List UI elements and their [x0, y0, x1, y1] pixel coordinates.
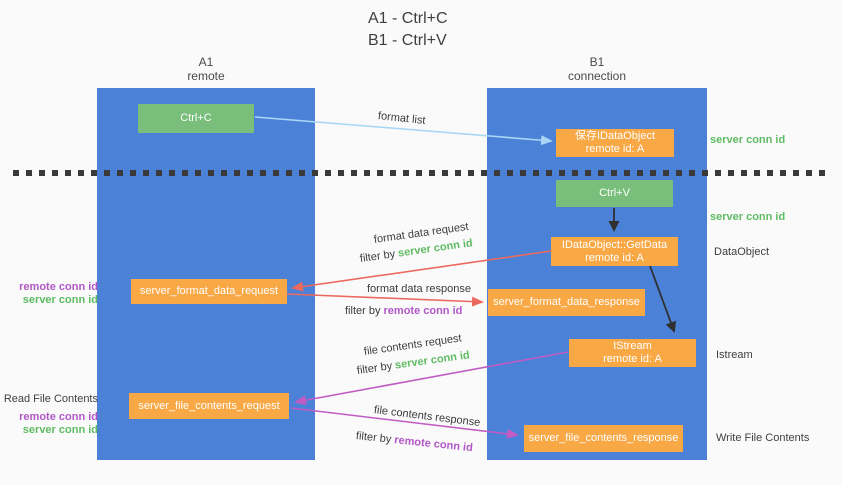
diagram-title: A1 - Ctrl+C B1 - Ctrl+V: [368, 8, 448, 52]
node-server-file-contents-request: server_file_contents_request: [129, 393, 289, 419]
read-file-contents-text: Read File Contents: [3, 393, 98, 405]
filter-by-text: filter by: [355, 430, 395, 446]
node-ctrl-v-label: Ctrl+V: [599, 187, 630, 199]
annotation-server-conn-id-top: server conn id: [710, 134, 786, 146]
annotation-istream: Istream: [716, 349, 753, 361]
annotation-read-file-contents: Read File Contents: [0, 393, 98, 406]
node-format-request-label: server_format_data_request: [139, 285, 279, 297]
annotation-conn-ids-file: remote conn id server conn id: [0, 411, 98, 437]
getdata-line1: IDataObject::GetData: [561, 238, 668, 251]
remote-conn-id-text: remote conn id: [383, 305, 463, 317]
node-server-format-data-response: server_format_data_response: [488, 289, 645, 316]
annotation-conn-ids-format: remote conn id server conn id: [0, 281, 98, 307]
title-line-copy: A1 - Ctrl+C: [368, 10, 448, 27]
node-ctrl-v: Ctrl+V: [556, 180, 673, 207]
filter-by-text: filter by: [345, 305, 384, 317]
node-format-response-label: server_format_data_response: [493, 296, 640, 308]
lane-a1-role: remote: [187, 69, 225, 83]
annotation-server-conn-id-mid: server conn id: [710, 211, 786, 223]
node-idataobject-getdata: IDataObject::GetData remote id: A: [551, 237, 678, 266]
annotation-server-conn-id-1: server conn id: [22, 294, 98, 306]
filter-by-text: filter by: [359, 247, 399, 265]
label-filter-by-remote-conn-id-2: filter by remote conn id: [355, 430, 473, 454]
lane-b1-role: connection: [567, 69, 627, 83]
annotation-dataobject: DataObject: [714, 246, 770, 258]
save-idataobject-line1: 保存IDataObject: [574, 130, 656, 142]
save-idataobject-line2: remote id: A: [585, 143, 645, 155]
annotation-write-file-contents: Write File Contents: [716, 432, 810, 444]
label-format-list: format list: [377, 110, 427, 127]
node-file-response-label: server_file_contents_response: [528, 432, 679, 444]
server-conn-id-text: server conn id: [394, 349, 471, 372]
getdata-line2: remote id: A: [585, 251, 644, 264]
annotation-remote-conn-id-1: remote conn id: [19, 281, 98, 293]
lane-a1-name: A1: [198, 55, 214, 69]
node-ctrl-c-label: Ctrl+C: [180, 112, 212, 124]
node-file-request-label: server_file_contents_request: [138, 399, 280, 412]
lane-header-b1: B1 connection: [487, 55, 707, 83]
node-server-file-contents-response: server_file_contents_response: [524, 425, 683, 452]
node-server-format-data-request: server_format_data_request: [131, 279, 287, 304]
title-line-paste: B1 - Ctrl+V: [368, 32, 447, 49]
lane-b1-name: B1: [589, 55, 605, 69]
node-ctrl-c: Ctrl+C: [138, 104, 254, 133]
node-istream: IStream remote id: A: [569, 339, 696, 367]
label-filter-by-remote-conn-id-1: filter by remote conn id: [345, 305, 462, 317]
label-format-data-response: format data response: [367, 283, 471, 295]
annotation-remote-conn-id-2: remote conn id: [19, 411, 98, 423]
filter-by-text: filter by: [356, 359, 396, 377]
label-file-contents-response: file contents response: [373, 404, 481, 429]
node-save-idataobject: 保存IDataObject remote id: A: [556, 129, 674, 157]
arrow-format-data-response: [286, 293, 484, 307]
remote-conn-id-text: remote conn id: [393, 434, 474, 455]
istream-line2: remote id: A: [603, 353, 662, 365]
istream-line1: IStream: [613, 340, 652, 352]
lane-header-a1: A1 remote: [97, 55, 315, 83]
annotation-server-conn-id-2: server conn id: [22, 424, 98, 436]
